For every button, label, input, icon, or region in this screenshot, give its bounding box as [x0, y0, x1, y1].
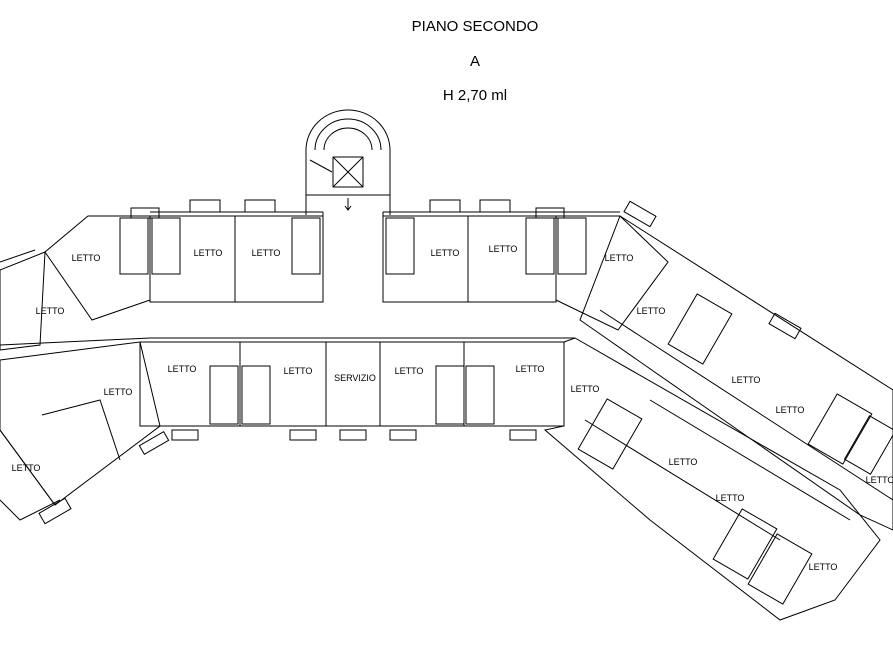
room-label: LETTO: [284, 366, 313, 376]
central-block: [0, 212, 575, 346]
height-label: H 2,70 ml: [442, 87, 508, 104]
room-label: LETTO: [637, 306, 666, 316]
room-label: LETTO: [732, 375, 761, 385]
right-far-wing: [579, 200, 893, 531]
room-label: LETTO: [809, 562, 838, 572]
room-label: LETTO: [252, 248, 281, 258]
room-label: LETTO: [669, 457, 698, 467]
room-labels: LETTO LETTO LETTO LETTO LETTO LETTO LETT…: [12, 244, 893, 572]
central-lower-row: [139, 341, 565, 441]
room-label: LETTO: [168, 364, 197, 374]
room-label: LETTO: [866, 475, 893, 485]
plan-header: PIANO SECONDO A H 2,70 ml: [0, 0, 893, 110]
floor-title: PIANO SECONDO: [411, 18, 539, 35]
room-label: LETTO: [36, 306, 65, 316]
room-label: LETTO: [395, 366, 424, 376]
room-label: LETTO: [776, 405, 805, 415]
room-label: LETTO: [431, 248, 460, 258]
room-label: LETTO: [72, 253, 101, 263]
room-label: LETTO: [104, 387, 133, 397]
block-label: A: [469, 53, 480, 70]
room-label: LETTO: [489, 244, 518, 254]
room-label: SERVIZIO: [334, 373, 376, 383]
staircase: [305, 109, 391, 215]
right-lower-wing: [543, 337, 881, 621]
room-label: LETTO: [516, 364, 545, 374]
room-label: LETTO: [716, 493, 745, 503]
left-lower-wing: [0, 341, 170, 525]
room-label: LETTO: [571, 384, 600, 394]
left-upper-wing: [0, 199, 324, 351]
room-label: LETTO: [605, 253, 634, 263]
room-label: LETTO: [194, 248, 223, 258]
room-label: LETTO: [12, 463, 41, 473]
